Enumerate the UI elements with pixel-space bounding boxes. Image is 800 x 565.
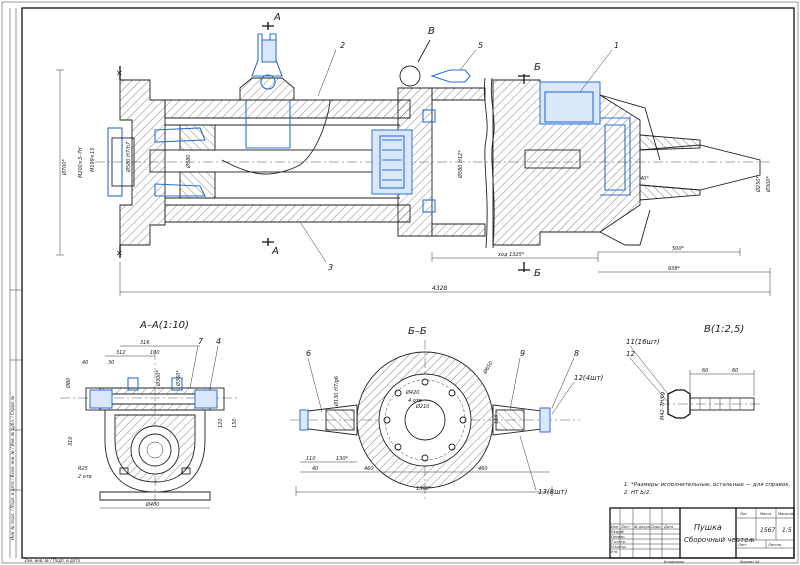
tb-hdr-mass: Масса	[760, 512, 771, 516]
bb-dim-100: 100	[494, 414, 500, 424]
dim-left-flange: Ø700*	[61, 159, 68, 176]
aa-dim-312: 312	[116, 350, 126, 356]
dim-580: Ø580	[185, 155, 192, 169]
part-3-label: 3	[328, 263, 333, 272]
aa-dim-40: 40	[82, 360, 88, 366]
bb-dim-460a: 460	[364, 466, 374, 472]
tb-row-ncontrol: Н.контр.	[611, 545, 627, 549]
dim-m199: M199×15	[90, 148, 96, 172]
dim-right2: Ø300*	[765, 176, 772, 193]
aa-dim-80: Ø80	[65, 378, 72, 389]
tb-row-approve: Утв.	[611, 550, 618, 554]
v-dim-60b: 60	[732, 368, 738, 374]
tb-col-sign: Подп.	[651, 525, 662, 529]
tb-scale: 1:5	[782, 527, 792, 534]
v-dim-thread: M42–7H/6g	[660, 392, 666, 420]
note-line-1: 1. *Размеры исполнительные, остальные — …	[624, 482, 791, 488]
note-line-2: 2. НТ Ь/2.	[624, 490, 651, 496]
aa-part-4: 4	[216, 337, 221, 346]
aa-dim-100: 100	[150, 350, 160, 356]
view-v-title: В(1:2,5)	[704, 324, 744, 335]
aa-dim-360: Ø360*	[175, 370, 182, 387]
tb-sheets: Листов	[767, 543, 781, 547]
aa-dim-150: 150	[232, 418, 238, 428]
aa-dim-316: 316	[140, 340, 150, 346]
cut-a-bottom-label: A	[271, 246, 279, 257]
part-5-label: 5	[478, 41, 483, 50]
bb-dim-420: Ø420	[405, 389, 419, 396]
aa-dim-holes: 2 отв	[78, 474, 92, 480]
tb-row-tcontrol: Т.контр.	[611, 540, 626, 544]
bb-part-9: 9	[520, 349, 525, 358]
bb-part-8: 8	[574, 349, 579, 358]
tb-name-line2: Сборочный чертеж	[684, 536, 755, 544]
section-aa: А–А(1:10) 7 4 316 312 40 30 100 Ø300* Ø3…	[60, 320, 240, 509]
dim-overall-length: 4328	[432, 285, 447, 292]
svg-text:✕: ✕	[116, 69, 123, 78]
v-part-11: 11(16шт)	[626, 338, 660, 346]
dim-stroke: ход 1325*	[497, 252, 525, 258]
section-bb-title: Б–Б	[408, 326, 427, 337]
view-v-label: В	[428, 26, 435, 37]
bb-dim-650: Ø650	[481, 360, 494, 376]
bb-dim-40: 40	[312, 466, 318, 472]
title-block: Изм Лист № докум. Подп. Дата Разраб. Про…	[609, 507, 795, 564]
cut-b-bottom-label: Б	[534, 268, 541, 279]
tb-hdr-scale: Масштаб	[778, 512, 795, 516]
bb-dim-110: 110	[306, 456, 316, 462]
dim-h12: Ø580 H12*	[457, 150, 464, 179]
view-v: В(1:2,5) 11(16шт) 12 60 60 M42–7H/6g	[626, 324, 760, 420]
main-view: ✕ ✕	[95, 33, 770, 258]
v-dim-60a: 60	[702, 368, 708, 374]
tb-col-sheet: Лист	[620, 525, 631, 529]
cut-a-top-label: A	[273, 12, 281, 23]
aa-dim-400: Ø400	[145, 501, 159, 508]
technical-notes: 1. *Размеры исполнительные, остальные — …	[624, 482, 791, 496]
aa-dim-r25: R25	[78, 466, 88, 472]
part-1-label: 1	[614, 41, 619, 50]
bb-dim-130: Ø130 H7/g6	[333, 376, 340, 407]
bb-dim-1360: 1360*	[416, 486, 432, 492]
svg-text:✕: ✕	[116, 249, 123, 258]
bb-dim-holes: 4 отв	[408, 398, 422, 404]
tb-col-doc: № докум.	[633, 525, 651, 529]
tb-format: Формат А1	[740, 560, 760, 564]
v-part-12: 12	[626, 350, 635, 358]
dim-938: 938*	[668, 266, 681, 272]
bb-part-6: 6	[306, 349, 311, 358]
bottom-margin-text: Зам. инв. № / Подп. и дата	[24, 558, 81, 563]
left-margin-text: Инв. № подл. / Подп. и дата / Взам. инв.…	[10, 396, 15, 540]
bb-dim-210: Ø210	[415, 403, 429, 410]
dim-h7: Ø580 H7/h7	[125, 141, 132, 173]
tb-row-check: Провер.	[611, 535, 626, 539]
aa-dim-310: 310	[68, 436, 74, 446]
aa-dim-300: Ø300*	[155, 370, 162, 387]
tb-col-date: Дата	[663, 525, 673, 529]
dim-angle: 40°	[640, 176, 649, 182]
aa-part-7: 7	[198, 337, 204, 346]
section-bb: Б–Б 6 9 8 12(4шт) 13(8шт) Ø650 Ø	[290, 326, 604, 500]
bb-dim-460b: 460	[478, 466, 488, 472]
tb-mass: 1567	[760, 527, 775, 534]
bb-part-13: 13(8шт)	[538, 488, 568, 496]
part-2-label: 2	[340, 41, 345, 50]
tb-col-change: Изм	[611, 525, 618, 529]
dim-500: 500*	[672, 246, 685, 252]
aa-dim-120: 120	[218, 418, 224, 428]
tb-hdr-lit: Лит.	[739, 512, 748, 516]
cut-b-top-label: Б	[534, 62, 541, 73]
section-aa-title: А–А(1:10)	[139, 320, 189, 331]
tb-name-line1: Пушка	[694, 523, 722, 532]
bb-dim-130b: 130*	[336, 456, 349, 462]
tb-row-dev: Разраб.	[611, 530, 625, 534]
tb-copied: Копировал	[664, 560, 685, 564]
dim-right1: Ø250*	[755, 176, 762, 193]
bb-part-12b: 12(4шт)	[574, 374, 604, 382]
tb-sheet: Лист	[737, 543, 748, 547]
main-view-annotations: A A В Б Б 2 5 1 3 Ø700* M200×3–7H M199×1…	[56, 12, 772, 296]
dim-m200: M200×3–7H	[78, 147, 84, 178]
aa-dim-30: 30	[108, 360, 114, 366]
